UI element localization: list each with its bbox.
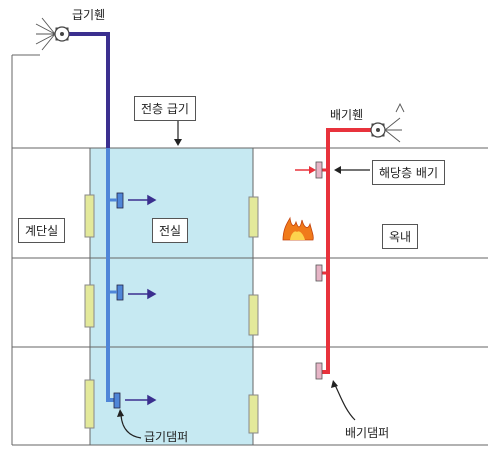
exhaust-damper bbox=[315, 161, 323, 179]
supply-fan-label: 급기휀 bbox=[72, 8, 106, 22]
exhaust-fan-label: 배기휀 bbox=[330, 108, 364, 122]
fire-icon bbox=[282, 216, 314, 241]
flow-arrow bbox=[309, 166, 316, 174]
exhaust-damper bbox=[315, 264, 323, 282]
door bbox=[84, 194, 95, 238]
supply-flow-arrows bbox=[125, 194, 157, 406]
leader-arrowhead bbox=[174, 139, 182, 146]
supply-damper-label: 급기댐퍼 bbox=[144, 430, 189, 444]
exhaust-damper-label: 배기댐퍼 bbox=[345, 426, 390, 440]
supply-duct bbox=[68, 32, 110, 148]
door bbox=[84, 379, 95, 429]
leader-arrowhead bbox=[334, 166, 341, 174]
vestibule-label: 전실 bbox=[152, 218, 189, 243]
exhaust-dampers bbox=[315, 161, 323, 380]
room-label: 옥내 bbox=[382, 224, 419, 249]
door bbox=[248, 294, 259, 336]
fan-icon bbox=[35, 17, 70, 51]
supply-damper bbox=[116, 284, 124, 301]
all-floor-supply-label: 전층 급기 bbox=[134, 96, 196, 121]
leader-arrowhead bbox=[331, 380, 338, 388]
door bbox=[248, 196, 259, 238]
door bbox=[84, 284, 95, 328]
doors bbox=[84, 194, 259, 434]
supply-duct-lower bbox=[106, 148, 114, 402]
door bbox=[248, 394, 259, 434]
leader-arrows bbox=[120, 117, 370, 439]
fire-floor-exhaust-label: 해당층 배기 bbox=[372, 160, 446, 185]
staircase-label: 계단실 bbox=[18, 218, 66, 243]
exhaust-damper bbox=[315, 362, 323, 380]
supply-damper bbox=[113, 392, 121, 409]
fan-icon bbox=[370, 102, 405, 143]
exhaust-duct bbox=[322, 128, 372, 374]
supply-damper bbox=[116, 192, 124, 209]
supply-dampers bbox=[108, 192, 124, 409]
leader-arrowhead bbox=[117, 409, 124, 417]
